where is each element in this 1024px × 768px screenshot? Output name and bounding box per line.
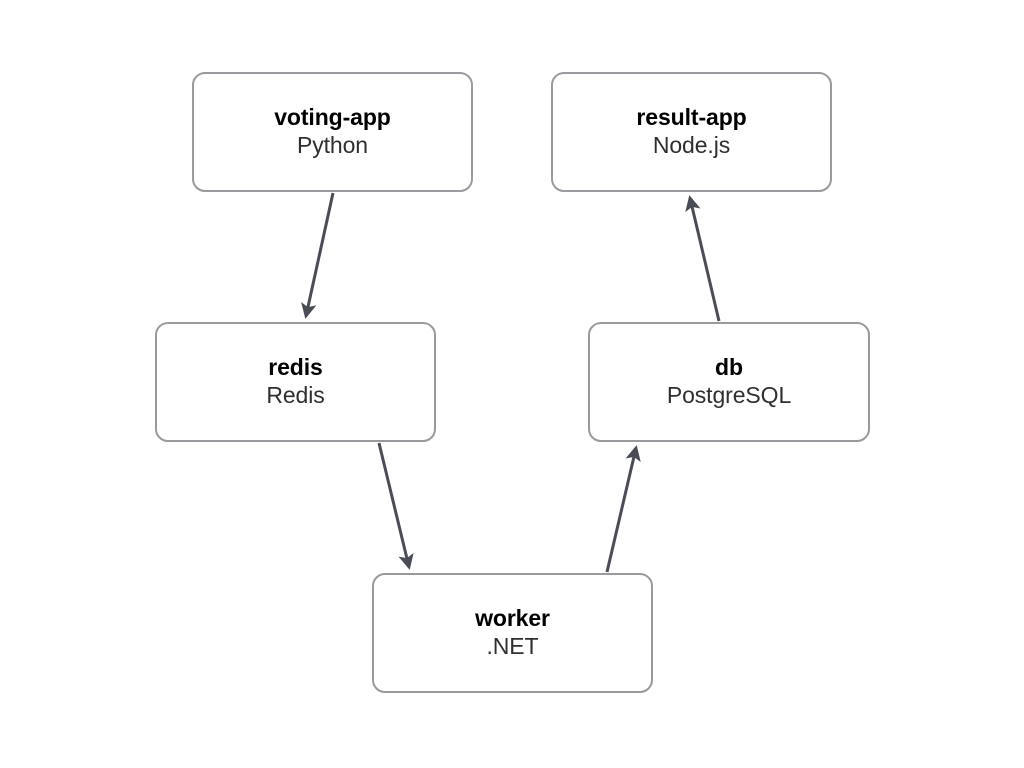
node-subtitle: Node.js (652, 132, 731, 159)
edge-db-to-result-app (685, 195, 721, 322)
node-subtitle: PostgreSQL (666, 382, 792, 409)
node-title: db (715, 354, 743, 381)
node-title: worker (475, 605, 550, 632)
node-subtitle: Python (296, 132, 368, 159)
edge-redis-to-worker (377, 442, 414, 570)
node-title: voting-app (274, 104, 391, 131)
edge-voting-app-to-redis (301, 192, 335, 319)
node-title: redis (268, 354, 323, 381)
node-voting-app[interactable]: voting-app Python (192, 72, 473, 192)
node-title: result-app (636, 104, 747, 131)
node-db[interactable]: db PostgreSQL (588, 322, 870, 442)
node-subtitle: .NET (486, 633, 539, 660)
node-result-app[interactable]: result-app Node.js (551, 72, 832, 192)
edge-worker-to-db (605, 445, 641, 573)
node-redis[interactable]: redis Redis (155, 322, 436, 442)
node-worker[interactable]: worker .NET (372, 573, 653, 693)
node-subtitle: Redis (266, 382, 325, 409)
